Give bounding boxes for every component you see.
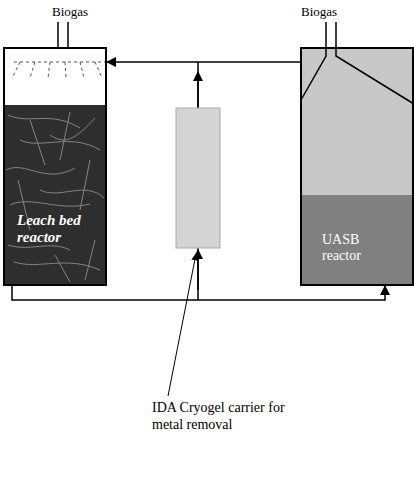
gas-label: Biogas: [52, 4, 88, 20]
gas-pipe: [58, 22, 336, 48]
spray-lines: [12, 62, 106, 78]
gas-collector: [301, 48, 414, 104]
flow-line: [107, 61, 300, 63]
bed-texture: [6, 112, 104, 282]
sludge-bed: [301, 195, 414, 284]
waste-bed: [4, 105, 106, 284]
leach-bed-reactor: Leach bed reactor: [3, 47, 107, 286]
headspace: [4, 49, 106, 105]
uasb-reactor: UASB reactor: [300, 47, 414, 286]
leader-line: [168, 254, 196, 396]
flow-line: [12, 286, 385, 300]
flow-arrow: [197, 72, 199, 108]
cryogel-column: [176, 108, 220, 248]
gas-label: Biogas: [301, 4, 337, 20]
flow-arrow: [197, 250, 199, 290]
settler-zone: [301, 49, 414, 195]
reactor-label: UASB reactor: [322, 232, 384, 264]
carrier-label: IDA Cryogel carrier for metal removal: [152, 400, 317, 434]
reactor-label: Leach bed reactor: [17, 212, 103, 247]
